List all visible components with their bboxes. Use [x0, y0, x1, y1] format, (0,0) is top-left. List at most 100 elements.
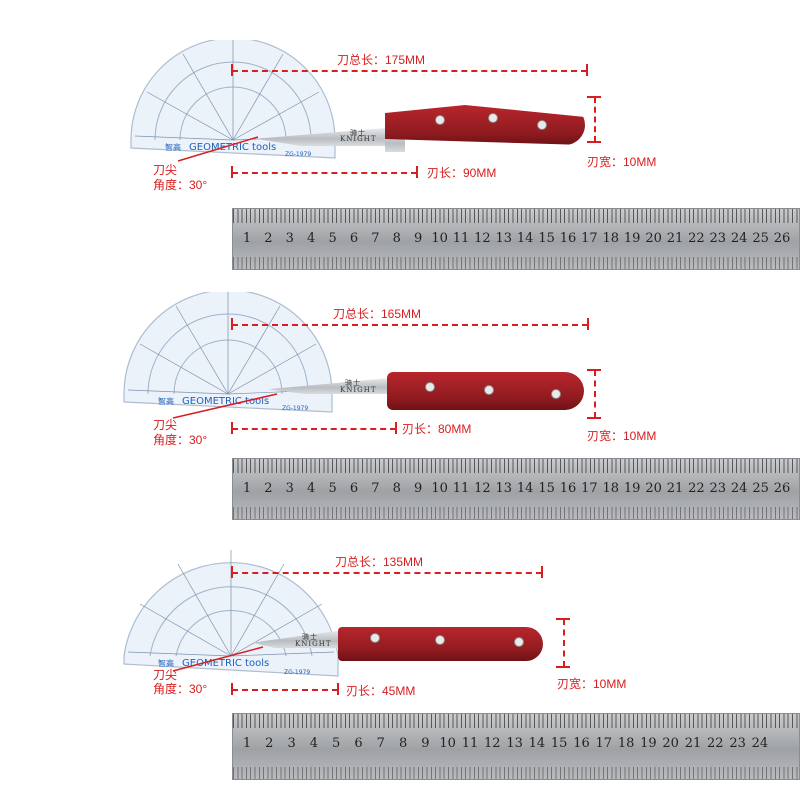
ruler-number: 4 [307, 231, 316, 246]
blade-width-label: 刃宽：10MM [587, 155, 657, 169]
brand-en: KNIGHT [340, 135, 377, 143]
rivet [435, 115, 445, 125]
brand-en: KNIGHT [295, 640, 332, 648]
protractor-label: GEOMETRIC tools [182, 658, 269, 669]
ruler-number: 8 [392, 231, 401, 246]
ruler-number: 18 [617, 736, 635, 751]
ruler-number: 13 [495, 231, 513, 246]
ruler-number: 9 [414, 231, 423, 246]
ruler-number: 2 [264, 231, 273, 246]
ruler-number: 8 [392, 481, 401, 496]
ruler-number: 21 [684, 736, 702, 751]
knife-panel-3: 智高 GEOMETRIC tools ZG-1979 骑士 KNIGHT 刀总长… [0, 0, 800, 780]
ruler-number: 10 [439, 736, 456, 751]
protractor-brand: 智高 [158, 658, 174, 668]
ruler-number: 23 [709, 231, 727, 246]
ruler-number: 18 [602, 231, 620, 246]
ruler-number: 24 [751, 736, 769, 751]
ruler-number: 14 [516, 231, 534, 246]
ruler-number: 1 [242, 231, 252, 246]
angle-label: 角度：30° [153, 433, 208, 447]
ruler-number: 11 [452, 231, 470, 246]
ruler-number: 8 [398, 736, 408, 751]
total-length-label: 刀总长：165MM [333, 307, 422, 321]
ruler-number: 24 [730, 481, 748, 496]
ruler-number: 9 [421, 736, 430, 751]
blade-width-label: 刃宽：10MM [557, 677, 627, 691]
ruler-number: 6 [349, 481, 359, 496]
ruler-number: 13 [506, 736, 523, 751]
ruler-number: 21 [666, 231, 684, 246]
ruler-number: 2 [264, 481, 273, 496]
ruler-number: 26 [773, 481, 791, 496]
rivet [537, 120, 547, 130]
ruler-number: 22 [688, 231, 705, 246]
protractor-label: GEOMETRIC tools [182, 396, 269, 407]
ruler-number: 7 [371, 481, 380, 496]
tip-label: 刀尖 [153, 668, 178, 682]
ruler-number: 9 [414, 481, 423, 496]
ruler-number: 14 [528, 736, 546, 751]
protractor-model: ZG-1979 [285, 151, 311, 158]
ruler-number: 19 [640, 736, 657, 751]
blade-width-label: 刃宽：10MM [587, 429, 657, 443]
angle-label: 角度：30° [153, 682, 208, 696]
protractor: 智高 GEOMETRIC tools ZG-1979 [123, 292, 333, 413]
rivet [425, 382, 435, 392]
ruler-number: 4 [309, 736, 319, 751]
protractor-model: ZG-1979 [284, 669, 310, 676]
ruler-number: 3 [287, 736, 296, 751]
brand-en: KNIGHT [340, 386, 377, 394]
ruler-number: 23 [729, 736, 746, 751]
tip-label: 刀尖 [153, 418, 178, 432]
ruler-number: 10 [431, 481, 448, 496]
ruler-number: 15 [538, 481, 555, 496]
ruler-number: 17 [595, 736, 613, 751]
ruler-number: 25 [752, 231, 769, 246]
ruler-number: 12 [474, 231, 491, 246]
ruler-number: 16 [559, 231, 577, 246]
ruler-number: 22 [707, 736, 724, 751]
protractor-label: GEOMETRIC tools [189, 142, 276, 153]
ruler-number: 16 [559, 481, 577, 496]
ruler-number: 6 [354, 736, 363, 751]
blade-length-label: 刃长：80MM [402, 422, 472, 436]
blade-length-label: 刃长：90MM [427, 166, 497, 180]
brand-cn: 骑士 [302, 633, 318, 641]
ruler-number: 24 [730, 231, 748, 246]
ruler-number: 20 [662, 736, 679, 751]
ruler-number: 15 [550, 736, 568, 751]
ruler-number: 1 [242, 481, 252, 496]
ruler-number: 3 [285, 231, 294, 246]
rivet [370, 633, 380, 643]
protractor-model: ZG-1979 [282, 405, 308, 412]
tip-label: 刀尖 [153, 163, 178, 177]
ruler-number: 25 [752, 481, 769, 496]
ruler-number: 19 [623, 231, 641, 246]
ruler-number: 5 [332, 736, 341, 751]
rivet [514, 637, 524, 647]
ruler-number: 12 [484, 736, 501, 751]
brand-cn: 骑士 [350, 129, 366, 137]
ruler-number: 7 [371, 231, 380, 246]
rivet [551, 389, 561, 399]
ruler-number: 12 [474, 481, 491, 496]
blade-length-label: 刃长：45MM [346, 684, 416, 698]
total-length-label: 刀总长：135MM [335, 555, 424, 569]
knife-panel-2: 智高 GEOMETRIC tools ZG-1979 骑士 KNIGHT 刀总长… [0, 0, 800, 520]
ruler-number: 11 [452, 481, 470, 496]
rivet [435, 635, 445, 645]
ruler-number: 21 [666, 481, 684, 496]
ruler-number: 19 [623, 481, 641, 496]
ruler-number: 14 [516, 481, 534, 496]
ruler-number: 7 [376, 736, 385, 751]
ruler-number: 13 [495, 481, 513, 496]
total-length-label: 刀总长：175MM [337, 53, 426, 67]
ruler-number: 1 [242, 736, 252, 751]
ruler-number: 22 [688, 481, 705, 496]
ruler-number: 16 [573, 736, 590, 751]
ruler-number: 5 [328, 481, 337, 496]
